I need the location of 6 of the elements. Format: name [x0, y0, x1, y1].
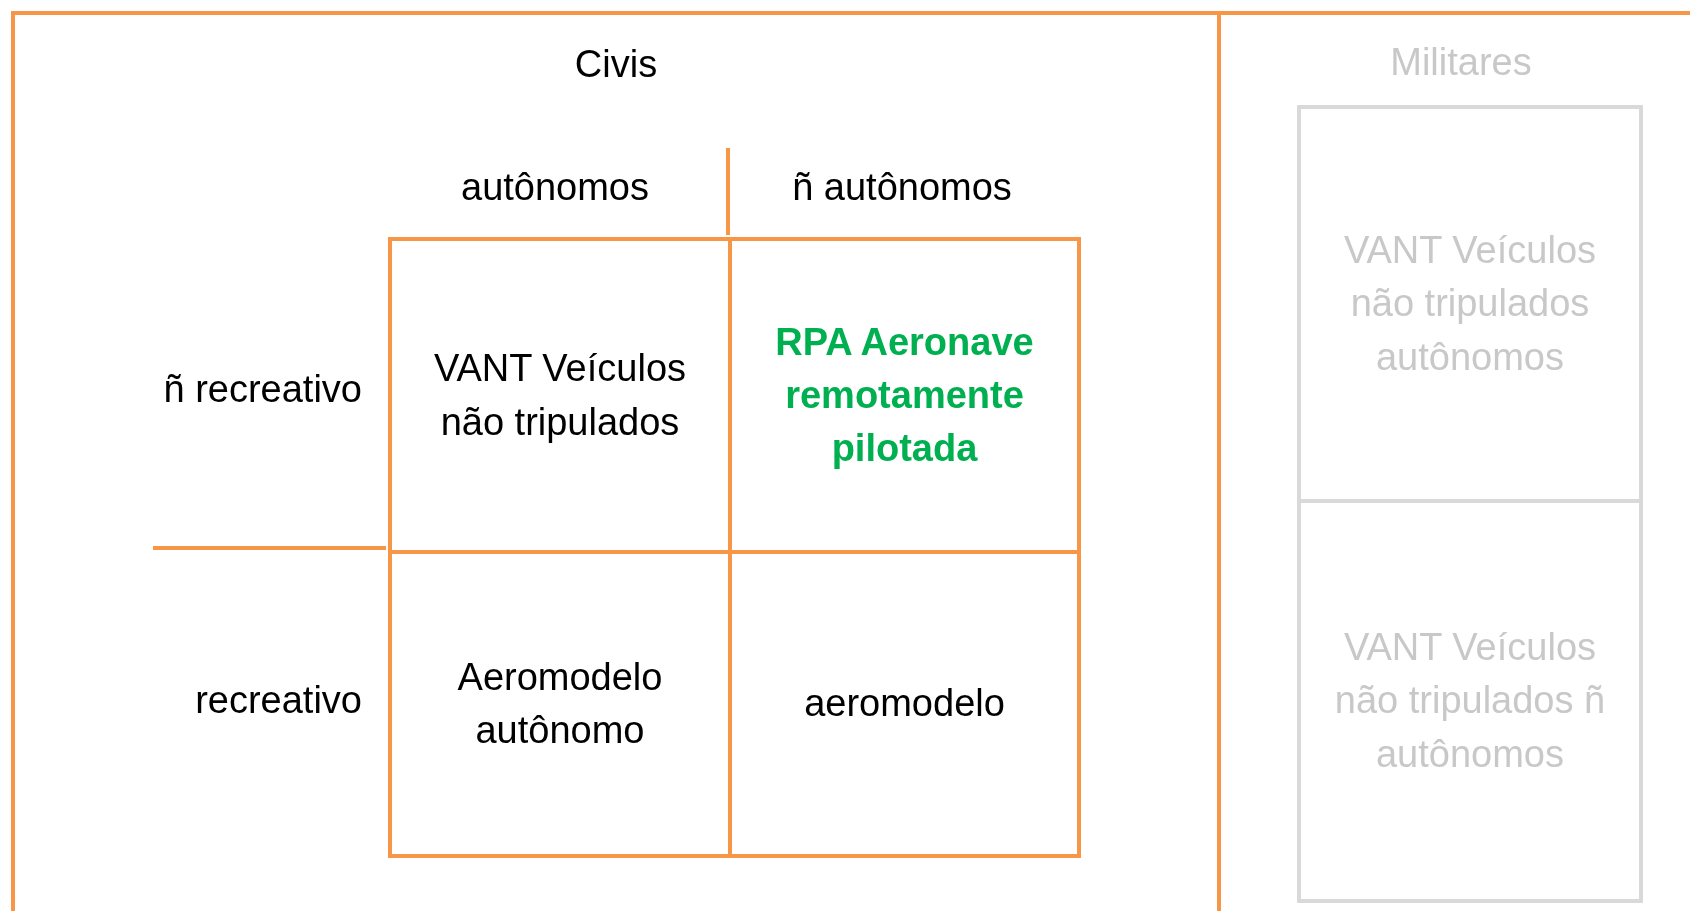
column-header: autônomos [461, 166, 649, 209]
row-header: ñ recreativo [163, 368, 362, 411]
row-header: recreativo [195, 679, 362, 722]
panel-title: Civis [574, 43, 658, 86]
column-header: ñ autônomos [792, 166, 1012, 209]
civil-panel [11, 11, 1221, 911]
